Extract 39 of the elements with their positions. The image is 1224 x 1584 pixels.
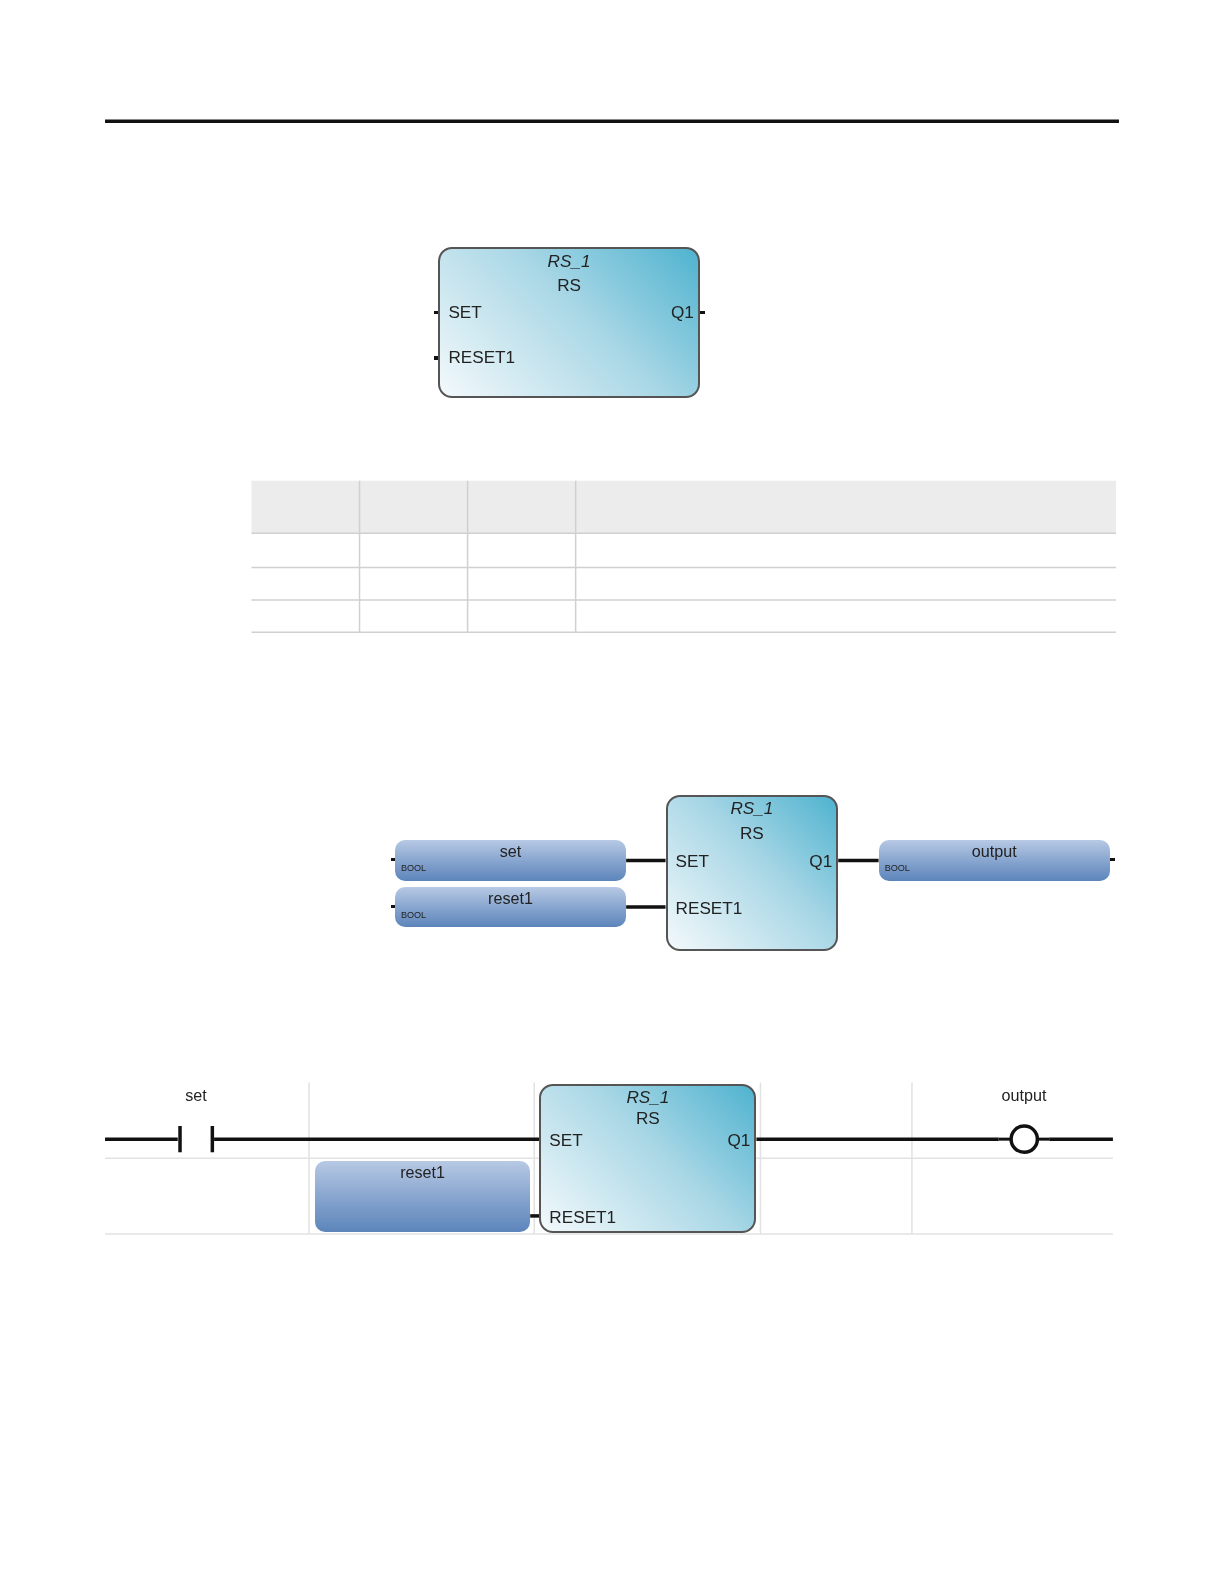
connection-line <box>626 905 666 909</box>
connection-line <box>214 1137 540 1141</box>
block-type: RS <box>635 1109 660 1127</box>
variable-block <box>394 886 627 928</box>
connection-line <box>626 858 666 863</box>
connection-line <box>530 1214 540 1218</box>
connection-line <box>838 858 879 863</box>
pin-label: SET <box>675 853 709 871</box>
variable-block <box>878 840 1110 881</box>
function-block <box>438 247 700 398</box>
connection-line <box>105 1137 178 1141</box>
block-type: RS <box>557 276 581 294</box>
variable-box <box>315 1161 531 1233</box>
variable-name: set <box>499 843 522 860</box>
pin-label: Q1 <box>809 853 833 871</box>
variable-name: set <box>185 1086 207 1103</box>
instance-name: RS_1 <box>730 799 774 817</box>
pin-label: SET <box>448 303 482 322</box>
data-type: BOOL <box>400 910 427 920</box>
connection-line <box>756 1137 999 1141</box>
function-block <box>539 1083 757 1234</box>
pin-label: SET <box>549 1132 583 1150</box>
function-block <box>665 794 839 952</box>
variable-name: reset1 <box>488 889 533 906</box>
pin-label: Q1 <box>727 1132 751 1150</box>
variable-block <box>394 840 627 881</box>
instance-name: RS_1 <box>547 253 591 271</box>
data-type: BOOL <box>884 864 910 874</box>
variable-name: output <box>971 843 1017 860</box>
variable-name: output <box>1001 1086 1047 1103</box>
pin-label: Q1 <box>670 303 694 322</box>
connection-line <box>1049 1137 1113 1141</box>
data-type: BOOL <box>400 864 427 874</box>
block-type: RS <box>739 825 764 843</box>
instance-name: RS_1 <box>626 1088 670 1106</box>
pin-label: RESET1 <box>549 1208 617 1226</box>
pin-label: RESET1 <box>675 899 743 917</box>
pin-label: RESET1 <box>448 349 516 367</box>
variable-name: reset1 <box>400 1164 446 1181</box>
